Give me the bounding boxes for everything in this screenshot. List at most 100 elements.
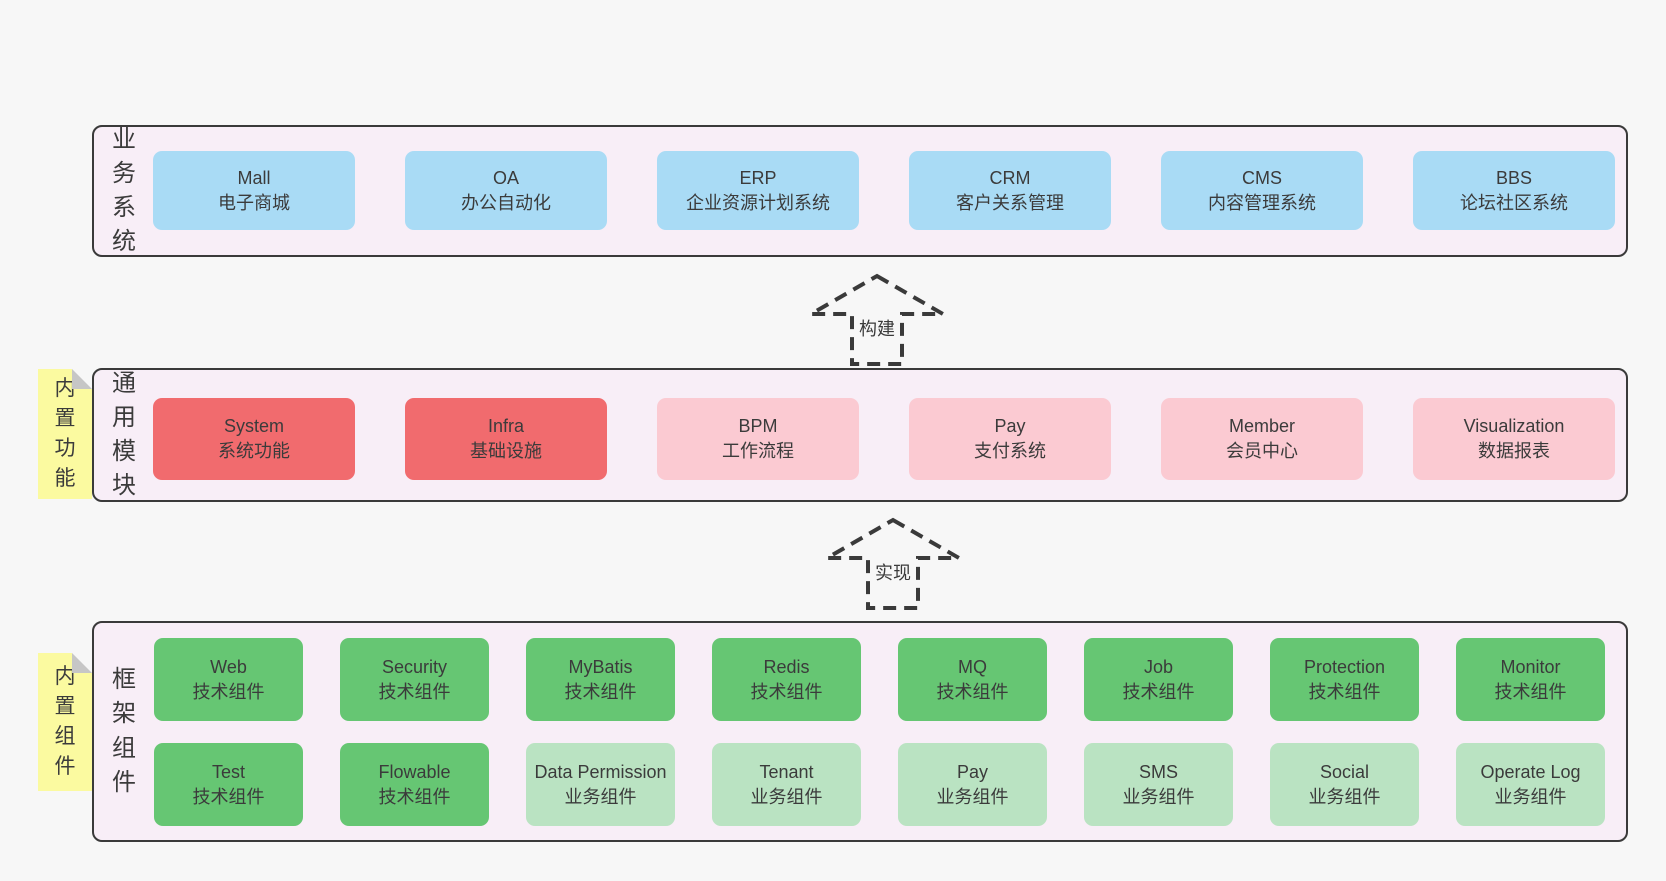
box-social: Social 业务组件	[1270, 743, 1419, 826]
box-mybatis: MyBatis 技术组件	[526, 638, 675, 721]
box-sms: SMS 业务组件	[1084, 743, 1233, 826]
sticky-text: 内置组件	[54, 665, 76, 778]
common-modules-row: System 系统功能 Infra 基础设施 BPM 工作流程 Pay 支付系统…	[153, 398, 1615, 480]
box-flowable: Flowable 技术组件	[340, 743, 489, 826]
build-arrow: 构建	[807, 272, 947, 368]
box-subtitle: 技术组件	[1308, 681, 1381, 702]
box-subtitle: 业务组件	[750, 786, 823, 807]
box-title: Operate Log	[1480, 761, 1581, 782]
box-system: System 系统功能	[153, 398, 355, 480]
box-subtitle: 数据报表	[1478, 441, 1550, 461]
section-business-systems: 业务系统 Mall 电子商城 OA 办公自动化 ERP 企业资源计划系统 CRM…	[92, 125, 1628, 257]
sticky-text: 内置功能	[54, 377, 76, 490]
section-label-common-modules: 通用模块	[98, 370, 150, 500]
box-title: Infra	[487, 416, 525, 437]
box-title: Protection	[1303, 656, 1386, 677]
box-subtitle: 业务组件	[1122, 786, 1195, 807]
box-redis: Redis 技术组件	[712, 638, 861, 721]
section-common-modules: 通用模块 System 系统功能 Infra 基础设施 BPM 工作流程 Pay…	[92, 368, 1628, 502]
box-mall: Mall 电子商城	[153, 151, 355, 230]
box-tenant: Tenant 业务组件	[712, 743, 861, 826]
box-crm: CRM 客户关系管理	[909, 151, 1111, 230]
box-title: Monitor	[1500, 656, 1561, 677]
dashed-up-arrow-icon	[807, 273, 947, 366]
box-subtitle: 技术组件	[192, 681, 265, 702]
box-web: Web 技术组件	[154, 638, 303, 721]
framework-components-row-1: Web 技术组件 Security 技术组件 MyBatis 技术组件 Redi…	[154, 638, 1605, 721]
box-subtitle: 业务组件	[1308, 786, 1381, 807]
box-bbs: BBS 论坛社区系统	[1413, 151, 1615, 230]
section-label-text: 通用模块	[112, 369, 136, 500]
box-operate-log: Operate Log 业务组件	[1456, 743, 1605, 826]
box-cms: CMS 内容管理系统	[1161, 151, 1363, 230]
framework-components-row-2: Test 技术组件 Flowable 技术组件 Data Permission …	[154, 743, 1605, 826]
box-job: Job 技术组件	[1084, 638, 1233, 721]
box-subtitle: 技术组件	[378, 786, 451, 807]
box-title: Pay	[994, 416, 1026, 437]
box-title: Web	[210, 656, 247, 677]
section-framework-components: 框架组件 Web 技术组件 Security 技术组件 MyBatis 技术组件…	[92, 621, 1628, 842]
box-title: Flowable	[378, 761, 451, 782]
box-protection: Protection 技术组件	[1270, 638, 1419, 721]
box-visualization: Visualization 数据报表	[1413, 398, 1615, 480]
box-title: Tenant	[759, 761, 814, 782]
build-arrow-label: 构建	[856, 315, 898, 341]
dashed-up-arrow-icon	[823, 517, 963, 610]
box-subtitle: 客户关系管理	[956, 192, 1064, 213]
box-subtitle: 基础设施	[470, 441, 542, 461]
box-title: OA	[492, 167, 519, 188]
box-subtitle: 工作流程	[722, 441, 794, 461]
box-title: MyBatis	[568, 656, 633, 677]
section-label-text: 框架组件	[112, 666, 136, 796]
box-security: Security 技术组件	[340, 638, 489, 721]
box-subtitle: 会员中心	[1226, 441, 1298, 461]
box-subtitle: 支付系统	[974, 441, 1046, 461]
box-title: SMS	[1138, 761, 1178, 782]
sticky-built-in-components: 内置组件	[38, 653, 92, 791]
box-title: Job	[1143, 656, 1174, 677]
box-title: ERP	[739, 167, 777, 188]
box-erp: ERP 企业资源计划系统	[657, 151, 859, 230]
box-title: Test	[211, 761, 245, 782]
box-member: Member 会员中心	[1161, 398, 1363, 480]
box-title: Data Permission	[534, 761, 667, 782]
box-oa: OA 办公自动化	[405, 151, 607, 230]
implement-arrow: 实现	[823, 516, 963, 612]
box-subtitle: 论坛社区系统	[1460, 192, 1568, 213]
box-title: System	[223, 416, 284, 437]
box-bpm: BPM 工作流程	[657, 398, 859, 480]
business-systems-row: Mall 电子商城 OA 办公自动化 ERP 企业资源计划系统 CRM 客户关系…	[153, 151, 1615, 230]
box-infra: Infra 基础设施	[405, 398, 607, 480]
box-subtitle: 系统功能	[218, 441, 290, 461]
box-subtitle: 办公自动化	[461, 192, 551, 213]
box-title: BPM	[738, 416, 778, 437]
box-pay-component: Pay 业务组件	[898, 743, 1047, 826]
box-subtitle: 电子商城	[218, 192, 290, 213]
section-label-text: 业务系统	[112, 125, 136, 256]
box-subtitle: 业务组件	[564, 786, 637, 807]
box-subtitle: 技术组件	[1122, 681, 1195, 702]
box-subtitle: 技术组件	[936, 681, 1009, 702]
box-pay-module: Pay 支付系统	[909, 398, 1111, 480]
section-label-business-systems: 业务系统	[98, 126, 150, 255]
box-title: CMS	[1242, 167, 1282, 188]
section-label-framework-components: 框架组件	[98, 623, 150, 840]
box-subtitle: 企业资源计划系统	[686, 192, 830, 213]
box-subtitle: 业务组件	[1494, 786, 1567, 807]
box-title: Visualization	[1463, 416, 1565, 437]
box-subtitle: 技术组件	[750, 681, 823, 702]
box-subtitle: 技术组件	[192, 786, 265, 807]
box-monitor: Monitor 技术组件	[1456, 638, 1605, 721]
box-subtitle: 业务组件	[936, 786, 1009, 807]
box-title: Mall	[237, 167, 271, 188]
box-title: CRM	[989, 167, 1031, 188]
box-test: Test 技术组件	[154, 743, 303, 826]
box-title: Social	[1319, 761, 1370, 782]
box-title: Redis	[763, 656, 810, 677]
box-data-permission: Data Permission 业务组件	[526, 743, 675, 826]
box-subtitle: 内容管理系统	[1208, 192, 1316, 213]
box-subtitle: 技术组件	[378, 681, 451, 702]
box-title: Pay	[956, 761, 989, 782]
box-title: Security	[381, 656, 448, 677]
